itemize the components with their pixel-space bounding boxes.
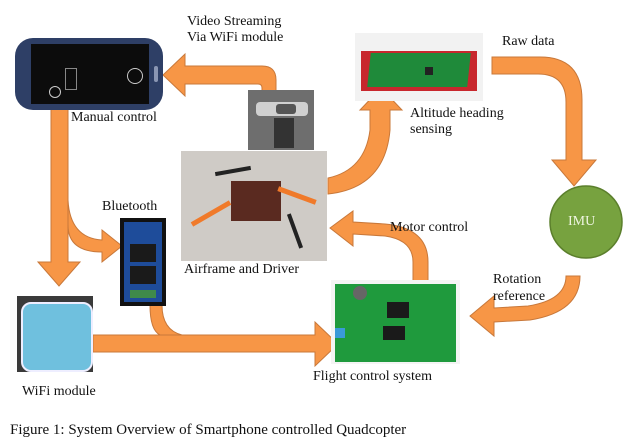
camera-clip [274, 118, 294, 148]
label-altitude-1: Altitude heading [410, 106, 504, 121]
label-manual-control: Manual control [71, 110, 157, 125]
label-bluetooth: Bluetooth [102, 199, 158, 214]
bluetooth-chip [130, 244, 156, 262]
arrow-phone-to-wifi [36, 103, 82, 287]
label-video-streaming-1: Video Streaming [187, 14, 282, 29]
label-flight-control: Flight control system [313, 369, 432, 384]
label-rotation-1: Rotation [493, 272, 542, 287]
joystick-right-icon [127, 68, 143, 84]
flight-controller-image [331, 280, 460, 364]
mcu-chip [387, 302, 409, 318]
label-altitude-2: sensing [410, 122, 452, 137]
bluetooth-image [120, 218, 166, 306]
bluetooth-chip [130, 266, 156, 284]
home-button-icon [154, 66, 158, 82]
label-rotation-2: reference [493, 289, 546, 304]
camera-lens [276, 104, 296, 114]
arrow-video-streaming [162, 52, 277, 98]
label-airframe: Airframe and Driver [184, 262, 300, 277]
button-icon [335, 328, 345, 338]
antenna-icon [130, 290, 156, 298]
smartphone-screen [31, 44, 149, 104]
imu-label: IMU [568, 214, 596, 229]
figure-caption: Figure 1: System Overview of Smartphone … [10, 422, 407, 438]
arrow-rotation-reference [469, 275, 581, 338]
airframe-body [231, 181, 281, 221]
imu-node [549, 185, 623, 259]
label-raw-data: Raw data [502, 34, 555, 49]
arrow-bluetooth-to-flight [149, 304, 183, 336]
airframe-image [181, 151, 327, 261]
propeller-icon [277, 186, 317, 205]
arrow-wifi-to-flight [92, 320, 339, 368]
label-video-streaming-2: Via WiFi module [187, 30, 284, 45]
wifi-module-image [17, 296, 93, 372]
smartphone-image [15, 38, 163, 110]
arrow-altitude-sensing [327, 87, 404, 195]
arrow-raw-data [491, 56, 598, 187]
bluetooth-pcb [124, 222, 162, 302]
camera-image [248, 90, 314, 150]
mcu-chip [383, 326, 405, 340]
altitude-sensor-image [355, 33, 483, 101]
propeller-icon [214, 165, 252, 177]
sensor-pcb [367, 53, 471, 87]
label-wifi-module: WiFi module [22, 384, 96, 399]
label-motor-control: Motor control [390, 220, 469, 235]
propeller-icon [190, 200, 232, 227]
throttle-frame [65, 68, 77, 90]
capacitor-icon [353, 286, 367, 300]
joystick-left-icon [49, 86, 61, 98]
wifi-router-body [21, 302, 93, 372]
propeller-icon [286, 213, 304, 249]
sensor-chip [425, 67, 433, 75]
arrow-motor-control [329, 210, 429, 283]
